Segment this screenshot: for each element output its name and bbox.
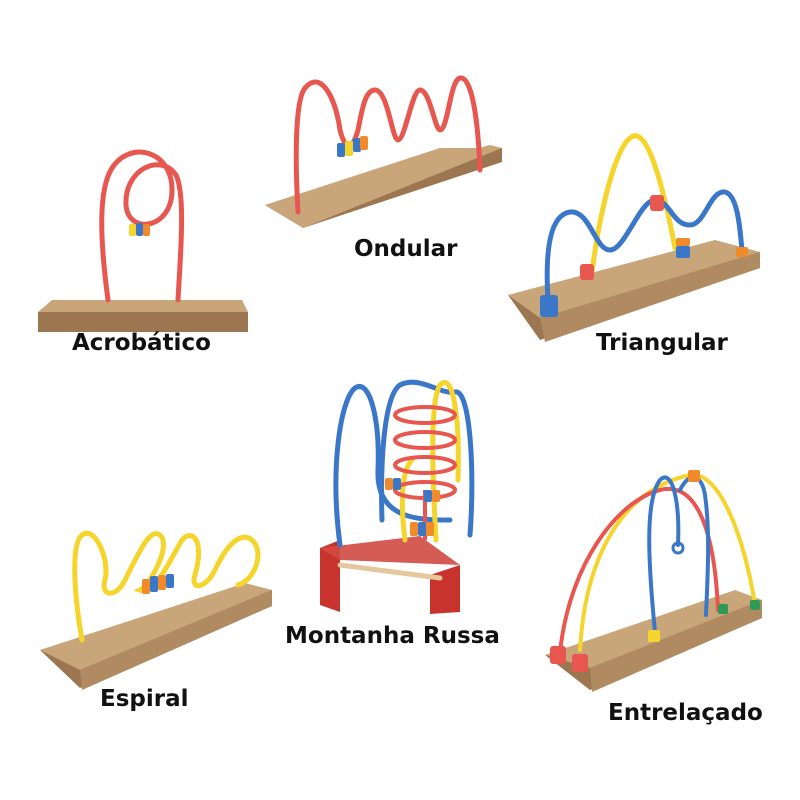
product-label-montanha-russa: Montanha Russa: [285, 623, 500, 649]
product-label-entrelacado: Entrelaçado: [608, 700, 763, 726]
product-label-triangular: Triangular: [596, 330, 728, 356]
product-label-acrobatico: Acrobático: [72, 330, 211, 356]
product-label-espiral: Espiral: [100, 686, 189, 712]
product-label-ondular: Ondular: [354, 236, 458, 262]
